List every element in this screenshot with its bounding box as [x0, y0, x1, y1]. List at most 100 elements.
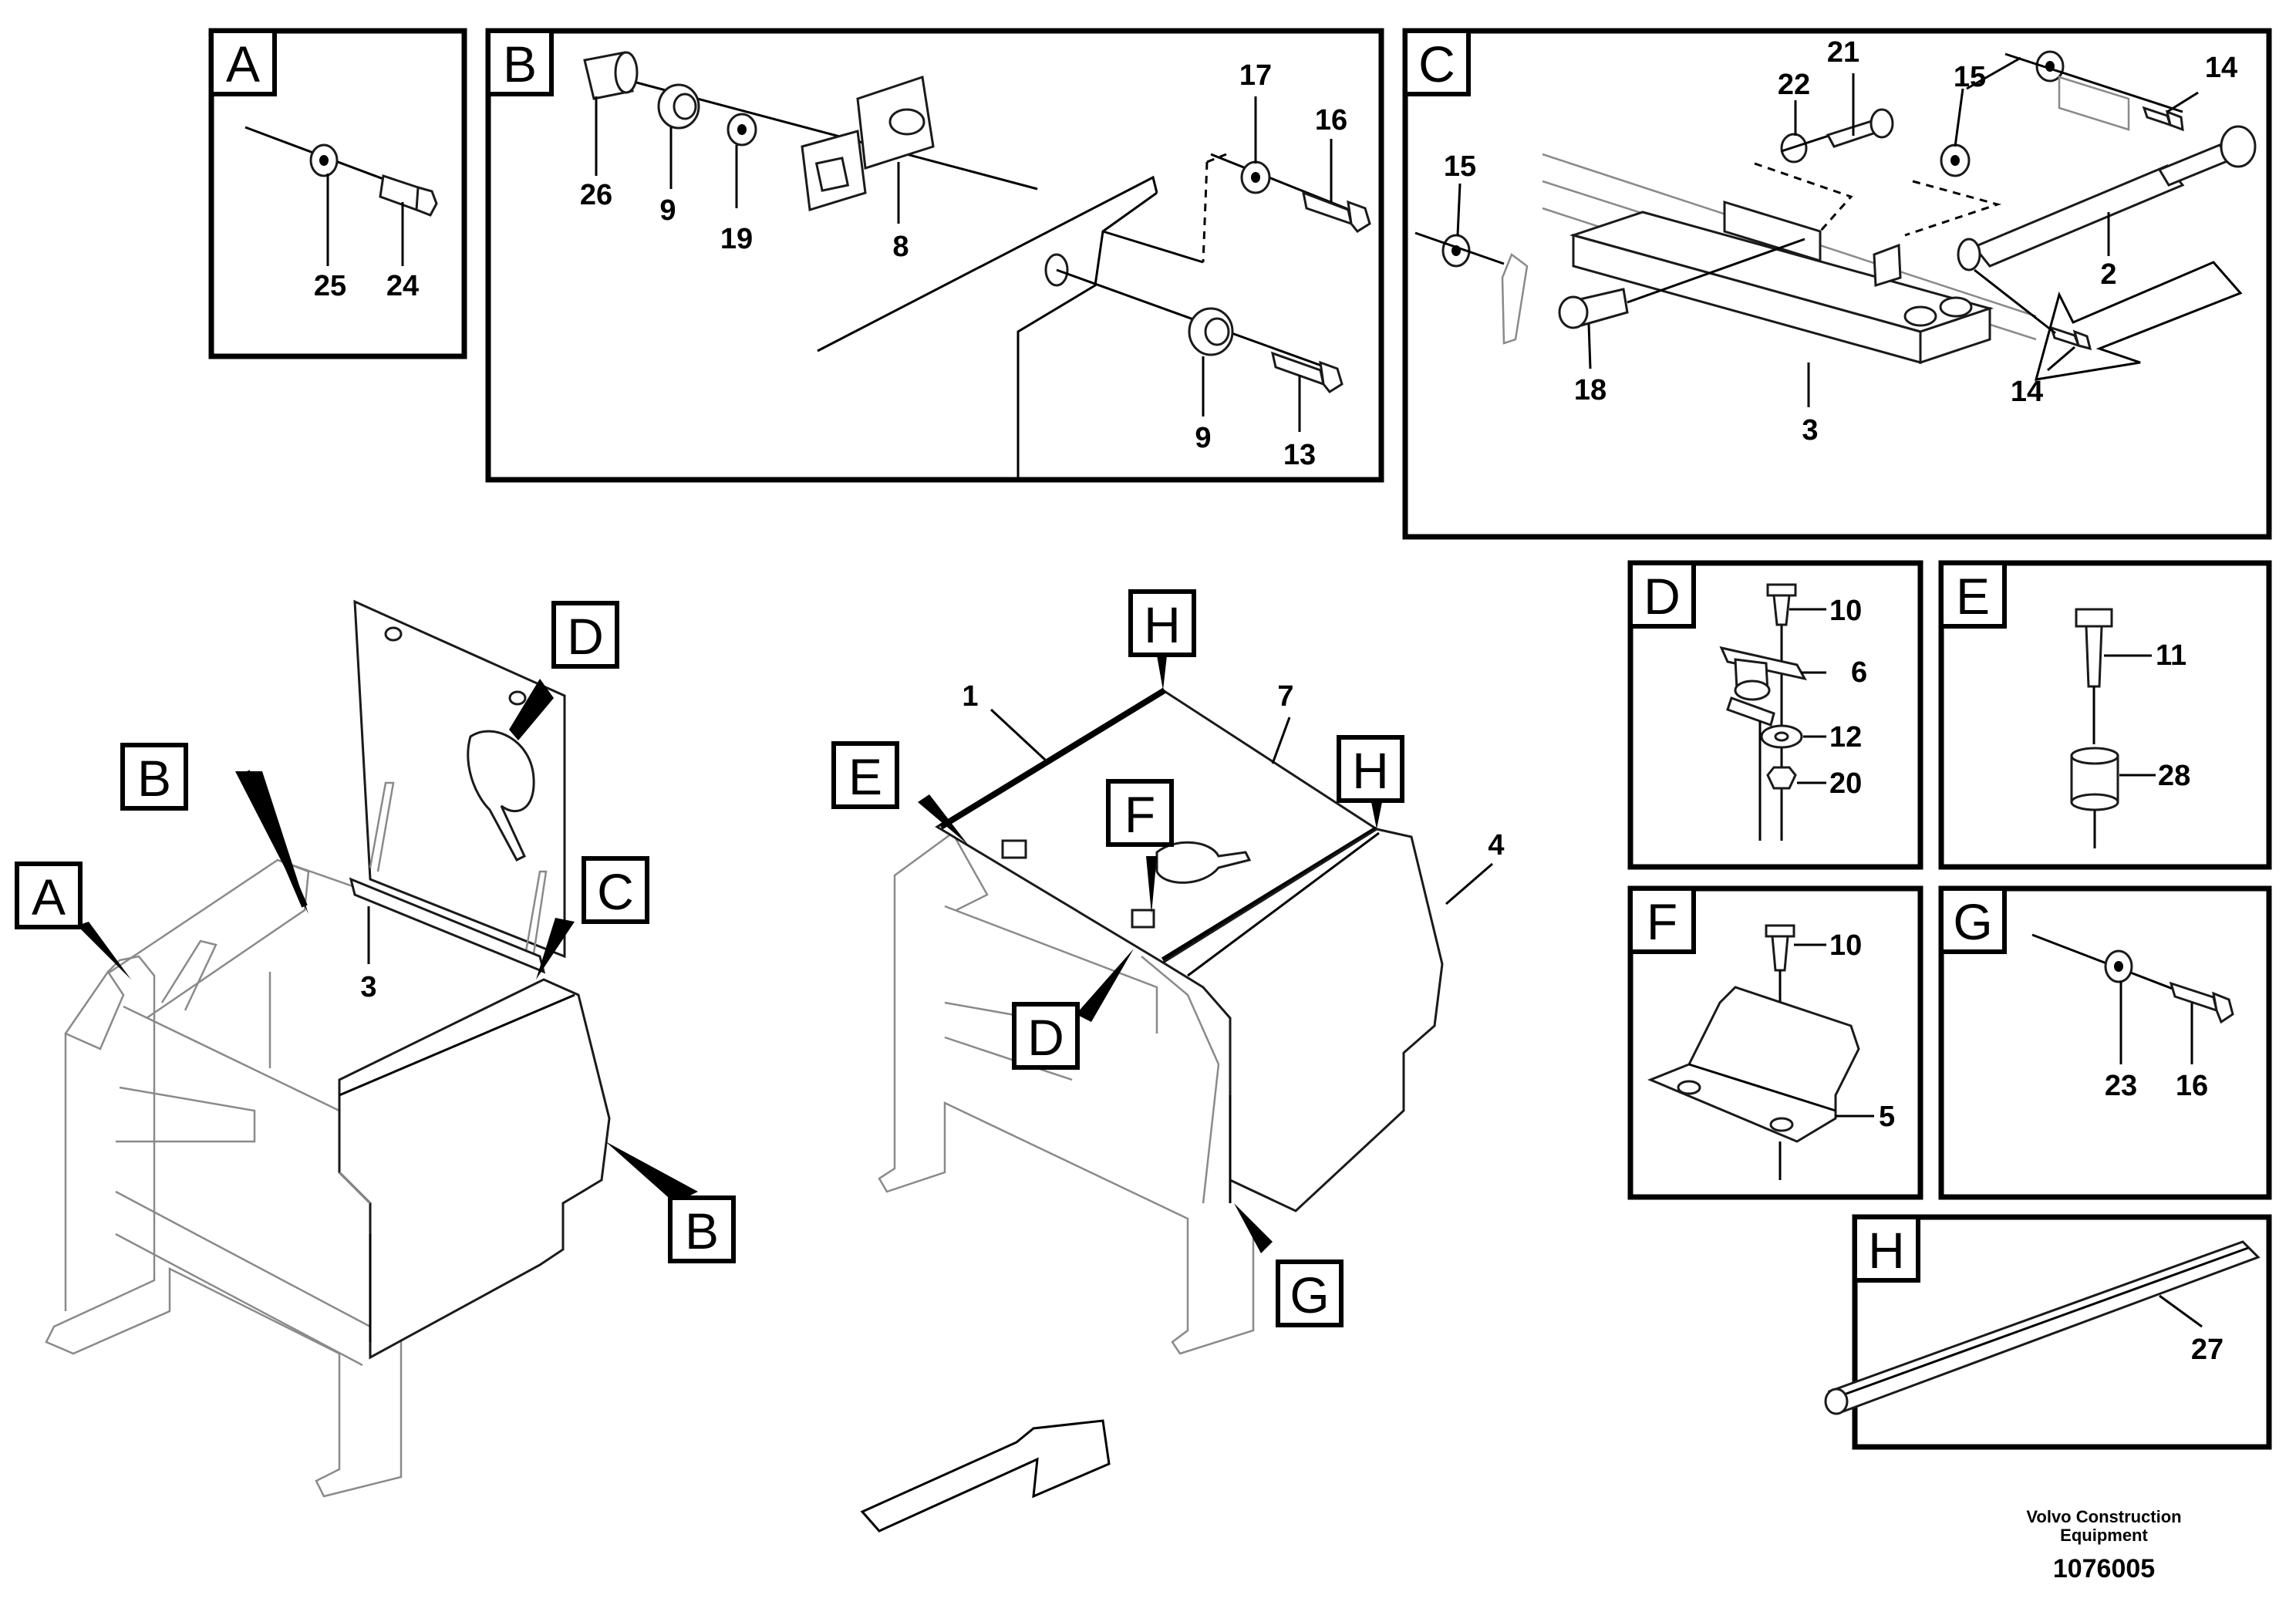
- callout-2: 2: [2100, 258, 2116, 291]
- screw-icon: [1766, 583, 1797, 597]
- svg-text:B: B: [685, 1202, 719, 1259]
- detail-panel-e: E 11 28: [1938, 560, 2272, 870]
- svg-text:C: C: [597, 863, 634, 920]
- svg-text:H: H: [1144, 596, 1181, 653]
- callout-23: 23: [2105, 1070, 2137, 1102]
- detail-panel-c: C: [1402, 28, 2272, 540]
- document-number: 1076005: [2053, 1554, 2155, 1583]
- panel-tag-d: [1628, 561, 1696, 629]
- callout-22: 22: [1778, 69, 1810, 101]
- callout-19: 19: [720, 223, 753, 255]
- callout-3: 3: [1802, 414, 1818, 447]
- open-hatch-icon: [353, 599, 566, 959]
- bolt-icon: [2169, 981, 2219, 1013]
- callout-14: 14: [2205, 52, 2237, 84]
- panel-tag-c: [1403, 29, 1471, 96]
- callout-26: 26: [580, 179, 612, 211]
- latch-icon: [1131, 909, 1155, 929]
- left-assembly: A B D C B 3: [15, 599, 736, 1498]
- panel-tag-a: [209, 29, 277, 96]
- callout-4: 4: [1488, 829, 1504, 862]
- callout-25: 25: [314, 270, 346, 302]
- callout-15: 15: [1954, 61, 1986, 93]
- handle-icon: [1501, 253, 1529, 345]
- callout-9: 9: [659, 194, 676, 227]
- panel-tag-e-label: E: [1956, 568, 1990, 625]
- assembly-tag-h1: [1128, 589, 1196, 657]
- callout-10b: 10: [1829, 929, 1862, 962]
- screw-icon: [1765, 924, 1795, 938]
- panel-tag-g-label: G: [1953, 893, 1992, 950]
- callout-14b: 14: [2011, 376, 2043, 408]
- callout-16: 16: [1315, 104, 1347, 137]
- panel-tag-d-label: D: [1644, 568, 1681, 625]
- assembly-tag-f: [1106, 779, 1174, 847]
- callout-24: 24: [386, 270, 419, 302]
- cover-box-icon: [338, 978, 611, 1360]
- cover-box-icon: [1161, 828, 1444, 1212]
- callout-27: 27: [2191, 1334, 2224, 1366]
- panel-tag-f-label: F: [1647, 893, 1677, 950]
- bolt-icon: [379, 174, 423, 211]
- svg-text:D: D: [567, 608, 604, 665]
- callout-28: 28: [2158, 760, 2190, 792]
- bolt-icon: [2075, 608, 2113, 628]
- svg-text:A: A: [32, 868, 66, 926]
- assembly-tag-d: [1012, 1002, 1080, 1070]
- detail-panel-g: G 23 16: [1938, 885, 2272, 1200]
- callout-16b: 16: [2176, 1070, 2208, 1102]
- footer: Volvo Construction Equipment 1076005: [2026, 1507, 2181, 1583]
- callout-18: 18: [1574, 374, 1607, 406]
- panel-tag-a-label: A: [226, 35, 260, 93]
- assembly-tag-c: [582, 856, 649, 924]
- strut-end-icon: [2220, 125, 2257, 168]
- frame-icon: [45, 955, 403, 1498]
- callout-21: 21: [1827, 36, 1859, 69]
- svg-text:H: H: [1352, 742, 1389, 799]
- panel-tag-h: [1853, 1215, 1920, 1283]
- panel-tag-b: [486, 29, 554, 96]
- latch-icon: [1001, 839, 1027, 859]
- callout-1: 1: [962, 680, 978, 713]
- callout-13: 13: [1283, 439, 1316, 471]
- detail-panel-a: A 25 24: [208, 28, 467, 359]
- assembly-tag-e: [831, 741, 899, 809]
- callout-12: 12: [1829, 721, 1862, 754]
- callout-11: 11: [2156, 639, 2186, 672]
- callout-20: 20: [1829, 767, 1862, 800]
- assembly-tag-b: [120, 743, 188, 811]
- callout-9b: 9: [1195, 422, 1211, 454]
- panel-tag-c-label: C: [1418, 35, 1455, 93]
- detail-panel-d: D 10 6 12 20: [1627, 560, 1923, 870]
- callout-10: 10: [1829, 595, 1862, 627]
- company-line-2: Equipment: [2060, 1526, 2148, 1545]
- assembly-tag-a: [15, 862, 83, 929]
- assembly-tag-h2: [1337, 735, 1404, 803]
- center-assembly: H H E F D G 1 7 4: [831, 589, 1505, 1355]
- gas-strut-icon: [1972, 164, 2185, 268]
- callout-3-left: 3: [360, 971, 376, 1003]
- callout-6: 6: [1851, 656, 1867, 689]
- nut-icon: [1766, 766, 1797, 790]
- direction-arrow-icon: [2034, 261, 2243, 381]
- panel-tag-f: [1628, 886, 1696, 954]
- panel-tag-e: [1939, 561, 2007, 629]
- callout-15b: 15: [1444, 150, 1476, 183]
- svg-text:F: F: [1124, 786, 1155, 843]
- assembly-tag-b2: [668, 1195, 736, 1263]
- bracket-icon: [1647, 986, 1860, 1143]
- assembly-tag-d: [551, 601, 619, 669]
- callout-17: 17: [1239, 59, 1272, 92]
- detail-panel-f: F 10 5: [1627, 885, 1923, 1200]
- bolt-icon: [1301, 191, 1354, 226]
- callout-8: 8: [892, 231, 909, 263]
- detail-panel-h: H 27: [1824, 1214, 2272, 1450]
- svg-text:E: E: [848, 748, 882, 805]
- svg-text:D: D: [1027, 1009, 1064, 1066]
- panel-tag-g: [1939, 886, 2007, 954]
- panel-tag-b-label: B: [503, 35, 537, 93]
- callout-5: 5: [1879, 1101, 1895, 1133]
- company-line-1: Volvo Construction: [2026, 1507, 2181, 1526]
- assembly-tag-g: [1276, 1259, 1344, 1327]
